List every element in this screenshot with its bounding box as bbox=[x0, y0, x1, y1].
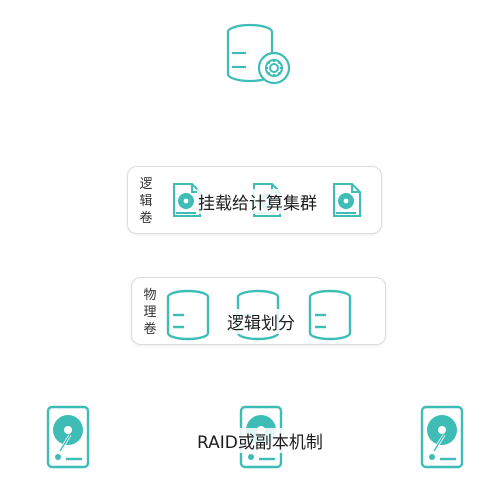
logical-volume-panel: 逻 辑 卷 挂载给计算集群 bbox=[127, 166, 382, 234]
label-char: 逻 bbox=[139, 177, 153, 192]
label-char: 卷 bbox=[143, 322, 157, 337]
server-gear-icon bbox=[222, 20, 294, 86]
physical-volume-panel: 物 理 卷 bbox=[131, 277, 386, 345]
label-char: 物 bbox=[143, 288, 157, 303]
database-stack-icon bbox=[164, 288, 212, 342]
physical-volume-label: 物 理 卷 bbox=[142, 287, 158, 338]
physical-volume-caption: 逻辑划分 bbox=[226, 309, 296, 334]
hard-disk-icon bbox=[420, 405, 464, 469]
database-stack-icon bbox=[306, 288, 354, 342]
disks-caption: RAID或副本机制 bbox=[196, 428, 324, 453]
volume-file-icon bbox=[332, 182, 362, 218]
label-char: 卷 bbox=[139, 211, 153, 226]
label-char: 理 bbox=[143, 305, 157, 320]
logical-volume-label: 逻 辑 卷 bbox=[138, 176, 154, 227]
label-char: 辑 bbox=[139, 194, 153, 209]
hard-disk-icon bbox=[46, 405, 90, 469]
logical-volume-caption: 挂载给计算集群 bbox=[197, 189, 318, 214]
